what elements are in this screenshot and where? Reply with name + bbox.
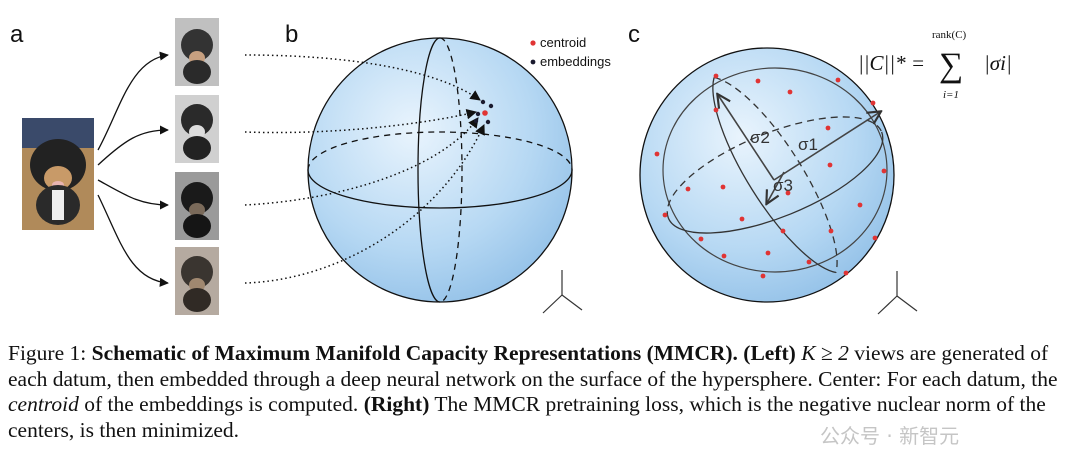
centroid-dot — [713, 73, 719, 79]
centroid-dot — [721, 253, 727, 259]
panel-label-b: b — [285, 21, 298, 48]
panel-label-c: c — [628, 21, 640, 48]
caption-title: Schematic of Maximum Manifold Capacity R… — [91, 341, 738, 365]
formula-sum-bottom: i=1 — [943, 89, 959, 101]
embedding-point — [475, 111, 481, 117]
centroid-dot — [760, 273, 766, 279]
embedding-point — [480, 99, 486, 105]
centroid-points-c — [654, 73, 887, 279]
centroid-dot — [713, 107, 719, 113]
legend-embeddings-label: embeddings — [540, 54, 611, 69]
panel-label-a: a — [10, 21, 24, 48]
sigma-2-label: σ2 — [750, 128, 770, 147]
singular-value-arrows — [718, 95, 880, 203]
view-image-2 — [175, 95, 219, 163]
hypersphere-b — [307, 37, 573, 303]
view-image-1 — [175, 18, 219, 86]
centroid-dot — [828, 228, 834, 234]
caption-left-label: (Left) — [743, 341, 796, 365]
sigma-1-label: σ1 — [798, 135, 818, 154]
centroid-dot — [755, 78, 761, 84]
figure-caption: Figure 1: Schematic of Maximum Manifold … — [8, 341, 1076, 443]
centroid-dot — [872, 235, 878, 241]
caption-centroid-word: centroid — [8, 392, 79, 416]
centroid-dot — [720, 184, 726, 190]
caption-right-label: (Right) — [363, 392, 430, 416]
caption-k-condition: K ≥ 2 — [801, 341, 849, 365]
caption-text-2: of the embeddings is computed. — [84, 392, 359, 416]
centroid-dot — [843, 270, 849, 276]
legend-embeddings-marker — [530, 59, 536, 65]
sigma-3-label: σ3 — [773, 176, 793, 195]
centroid-dot — [827, 162, 833, 168]
original-image — [22, 118, 94, 230]
embedding-point — [488, 103, 494, 109]
formula-rhs: |σi| — [984, 51, 1012, 75]
augmentation-arrows — [97, 51, 169, 287]
centroid-dot — [685, 186, 691, 192]
centroid-dot — [785, 190, 791, 196]
formula-sum-top: rank(C) — [932, 29, 967, 41]
centroid-point — [482, 110, 488, 116]
legend-centroid-label: centroid — [540, 35, 586, 50]
legend: centroid embeddings — [530, 35, 611, 69]
centroid-dot — [835, 77, 841, 83]
legend-centroid-marker — [530, 40, 536, 46]
centroid-dot — [806, 259, 812, 265]
watermark: 公众号 · 新智元 — [820, 424, 960, 448]
centroid-dot — [825, 125, 831, 131]
centroid-dot — [780, 228, 786, 234]
centroid-dot — [662, 212, 668, 218]
centroid-dot — [739, 216, 745, 222]
centroid-dot — [765, 250, 771, 256]
centroid-dot — [787, 89, 793, 95]
centroid-dot — [870, 100, 876, 106]
formula-sigma-symbol: ∑ — [939, 47, 963, 84]
figure-illustration: a b — [10, 18, 1012, 315]
caption-text-1: views are generated of each datum, then … — [8, 341, 1058, 391]
view-image-3 — [175, 172, 219, 240]
centroid-dot — [857, 202, 863, 208]
caption-text-3: The MMCR pretraining loss, which is the … — [8, 392, 1046, 442]
centroid-dot — [698, 236, 704, 242]
caption-prefix: Figure 1: — [8, 341, 92, 365]
axes-glyph-c — [877, 271, 918, 315]
embedding-point — [473, 118, 479, 124]
embedding-arrows — [244, 54, 485, 284]
hypersphere-c — [639, 47, 895, 303]
view-image-4 — [175, 247, 219, 315]
centroid-dot — [654, 151, 660, 157]
axes-glyph-b — [542, 270, 583, 314]
nuclear-norm-formula: ||C||* = rank(C) ∑ i=1 |σi| — [858, 29, 1012, 101]
centroid-dot — [881, 168, 887, 174]
embedding-point — [485, 119, 491, 125]
formula-lhs: ||C||* = — [858, 51, 925, 75]
embedding-points — [473, 99, 494, 125]
